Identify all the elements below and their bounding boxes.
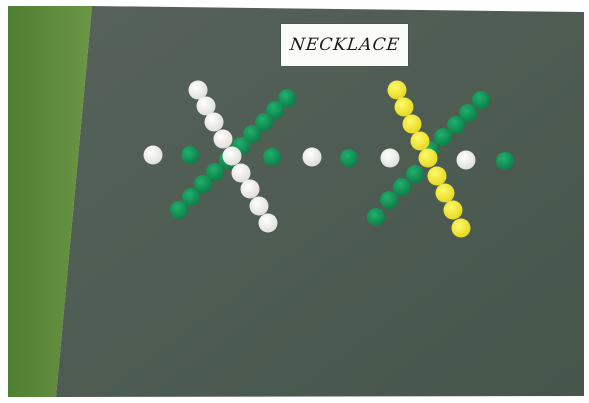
bead-white: [457, 151, 476, 170]
bead-green: [406, 165, 424, 183]
bead-white: [232, 164, 251, 183]
bead-yellow: [388, 81, 407, 100]
bead-green: [380, 191, 398, 209]
bead-green: [170, 201, 188, 219]
bead-white: [205, 113, 224, 132]
bead-yellow: [444, 201, 463, 220]
necklace-label: NECKLACE: [288, 35, 400, 55]
bead-white: [259, 214, 278, 233]
bead-yellow: [395, 98, 414, 117]
bead-green: [263, 148, 281, 166]
bead-green: [367, 208, 385, 226]
bead-green: [181, 146, 199, 164]
bead-white: [241, 180, 260, 199]
bead-white: [144, 146, 163, 165]
necklace-label-card: NECKLACE: [281, 24, 408, 66]
bead-yellow: [428, 167, 447, 186]
bead-white: [303, 148, 322, 167]
bead-white: [223, 147, 242, 166]
bead-green: [472, 91, 490, 109]
bead-yellow: [411, 132, 430, 151]
bead-white: [381, 149, 400, 168]
bead-green: [340, 149, 358, 167]
bead-green: [434, 128, 452, 146]
bead-yellow: [419, 149, 438, 168]
bead-yellow: [403, 115, 422, 134]
bead-yellow: [452, 219, 471, 238]
bead-white: [250, 197, 269, 216]
bead-green: [496, 152, 514, 170]
bead-green: [393, 178, 411, 196]
bead-yellow: [436, 184, 455, 203]
bead-white: [214, 130, 233, 149]
